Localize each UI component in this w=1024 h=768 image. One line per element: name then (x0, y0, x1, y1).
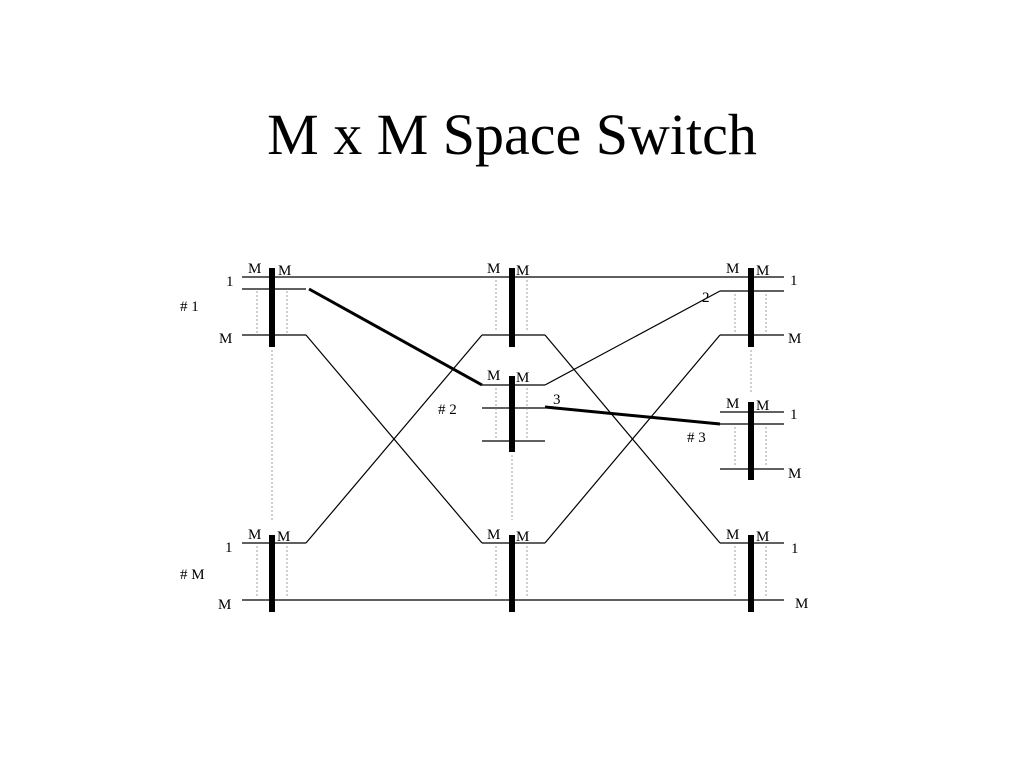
port-label-last: M (218, 597, 231, 613)
switch-3-label: # 3 (687, 430, 706, 446)
block-label: M (516, 529, 529, 545)
block-label: M (756, 263, 769, 279)
block-label: M (726, 396, 739, 412)
switch-col2-middle: M M # 2 (438, 368, 545, 452)
block-label: M (756, 529, 769, 545)
block-label: M (726, 527, 739, 543)
port-label-first: 1 (790, 273, 798, 289)
switch-col3-top: M M 1 M (720, 261, 801, 347)
highlighted-path: 2 3 (308, 287, 721, 426)
block-label: M (277, 529, 290, 545)
port-label-first: 1 (225, 540, 233, 556)
block-label: M (487, 368, 500, 384)
block-label: M (278, 263, 291, 279)
block-label: M (516, 370, 529, 386)
port-label-last: M (219, 331, 232, 347)
switch-col1-bottom: M M 1 M # M (180, 527, 306, 613)
switch-col1-top: M M 1 M # 1 (180, 261, 306, 347)
port-label-last: M (788, 466, 801, 482)
port-label-last: M (788, 331, 801, 347)
port-label-first: 1 (791, 541, 799, 557)
path-label-3: 3 (553, 392, 561, 408)
links-col1-col2 (305, 276, 483, 601)
block-label: M (756, 398, 769, 414)
page-title: M x M Space Switch (267, 102, 757, 167)
switch-m-label: # M (180, 567, 205, 583)
block-label: M (487, 527, 500, 543)
port-label-first: 1 (790, 407, 798, 423)
block-label: M (248, 527, 261, 543)
switch-col2-bottom: M M (482, 527, 545, 612)
path-label-2: 2 (702, 290, 710, 306)
block-label: M (516, 263, 529, 279)
switch-col3-middle: M M 1 M # 3 (687, 396, 801, 482)
links-col2-col3 (544, 276, 721, 601)
port-label-first: 1 (226, 274, 234, 290)
block-label: M (248, 261, 261, 277)
block-label: M (726, 261, 739, 277)
switch-1-label: # 1 (180, 299, 199, 315)
block-label: M (487, 261, 500, 277)
switch-col2-top: M M (482, 261, 545, 347)
switch-2-label: # 2 (438, 402, 457, 418)
port-label-last: M (795, 596, 808, 612)
switch-col3-bottom: M M 1 M (720, 527, 808, 612)
